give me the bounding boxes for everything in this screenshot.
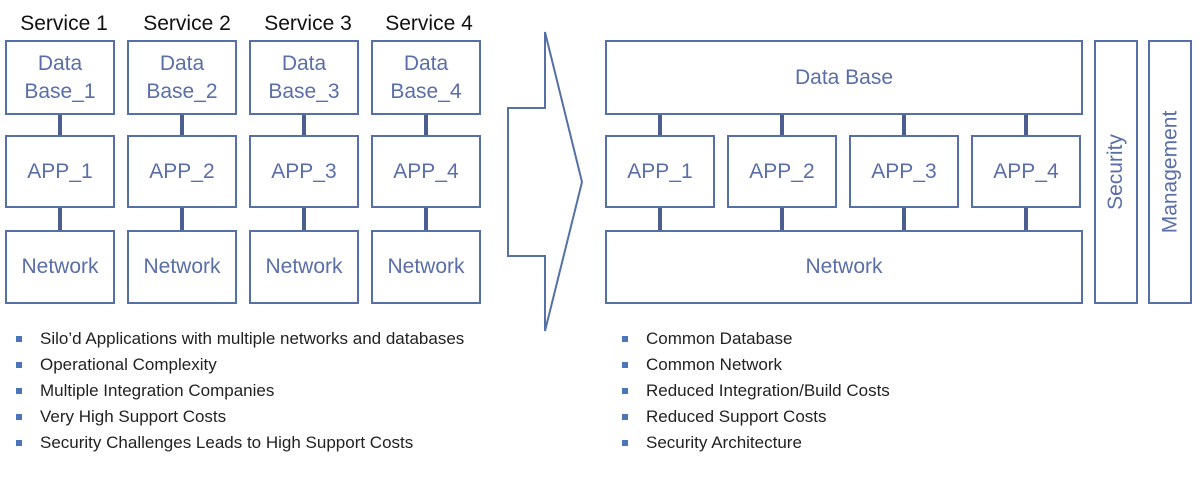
service-2-db-app-connector — [180, 115, 184, 135]
security-bar: Security — [1094, 40, 1138, 304]
service-3-app-network-connector — [302, 208, 306, 230]
left-bullet-item: Multiple Integration Companies — [14, 378, 484, 404]
service-3-app-box: APP_3 — [249, 135, 359, 208]
common-app-2-network-connector — [780, 208, 784, 230]
service-4-title: Service 4 — [385, 12, 473, 35]
right-bullet-item: Common Network — [620, 352, 1040, 378]
service-3-database-box: Data Base_3 — [249, 40, 359, 115]
common-app-1-network-connector — [658, 208, 662, 230]
right-bullet-item: Common Database — [620, 326, 1040, 352]
service-4-network-box: Network — [371, 230, 481, 304]
left-bullet-item: Operational Complexity — [14, 352, 484, 378]
common-app-4-box: APP_4 — [971, 135, 1081, 208]
transition-arrow — [507, 31, 584, 332]
service-1-database-box: Data Base_1 — [5, 40, 115, 115]
service-4-database-box: Data Base_4 — [371, 40, 481, 115]
common-db-app-2-connector — [780, 115, 784, 135]
common-network-box: Network — [605, 230, 1083, 304]
common-app-3-network-connector — [902, 208, 906, 230]
common-app-1-box: APP_1 — [605, 135, 715, 208]
common-app-4-network-connector — [1024, 208, 1028, 230]
right-bullet-item: Reduced Support Costs — [620, 404, 1040, 430]
right-bullet-list: Common Database Common Network Reduced I… — [620, 326, 1040, 456]
common-db-app-3-connector — [902, 115, 906, 135]
service-4-app-box: APP_4 — [371, 135, 481, 208]
service-4-db-app-connector — [424, 115, 428, 135]
service-1-app-network-connector — [58, 208, 62, 230]
left-bullet-list: Silo’d Applications with multiple networ… — [14, 326, 484, 456]
common-db-app-4-connector — [1024, 115, 1028, 135]
security-label: Security — [1104, 134, 1128, 210]
common-database-box: Data Base — [605, 40, 1083, 115]
service-3-network-box: Network — [249, 230, 359, 304]
common-db-app-1-connector — [658, 115, 662, 135]
service-2-app-network-connector — [180, 208, 184, 230]
service-2-app-box: APP_2 — [127, 135, 237, 208]
right-bullet-item: Security Architecture — [620, 430, 1040, 456]
left-bullet-item: Very High Support Costs — [14, 404, 484, 430]
service-2-title: Service 2 — [143, 12, 231, 35]
service-3-db-app-connector — [302, 115, 306, 135]
service-4-app-network-connector — [424, 208, 428, 230]
service-2-network-box: Network — [127, 230, 237, 304]
service-1-title: Service 1 — [20, 12, 108, 35]
service-2-database-box: Data Base_2 — [127, 40, 237, 115]
left-bullet-item: Security Challenges Leads to High Suppor… — [14, 430, 484, 456]
right-bullet-item: Reduced Integration/Build Costs — [620, 378, 1040, 404]
common-app-3-box: APP_3 — [849, 135, 959, 208]
service-1-network-box: Network — [5, 230, 115, 304]
management-label: Management — [1158, 110, 1182, 234]
service-3-title: Service 3 — [264, 12, 352, 35]
common-app-2-box: APP_2 — [727, 135, 837, 208]
service-1-app-box: APP_1 — [5, 135, 115, 208]
service-1-db-app-connector — [58, 115, 62, 135]
left-bullet-item: Silo’d Applications with multiple networ… — [14, 326, 484, 352]
management-bar: Management — [1148, 40, 1192, 304]
